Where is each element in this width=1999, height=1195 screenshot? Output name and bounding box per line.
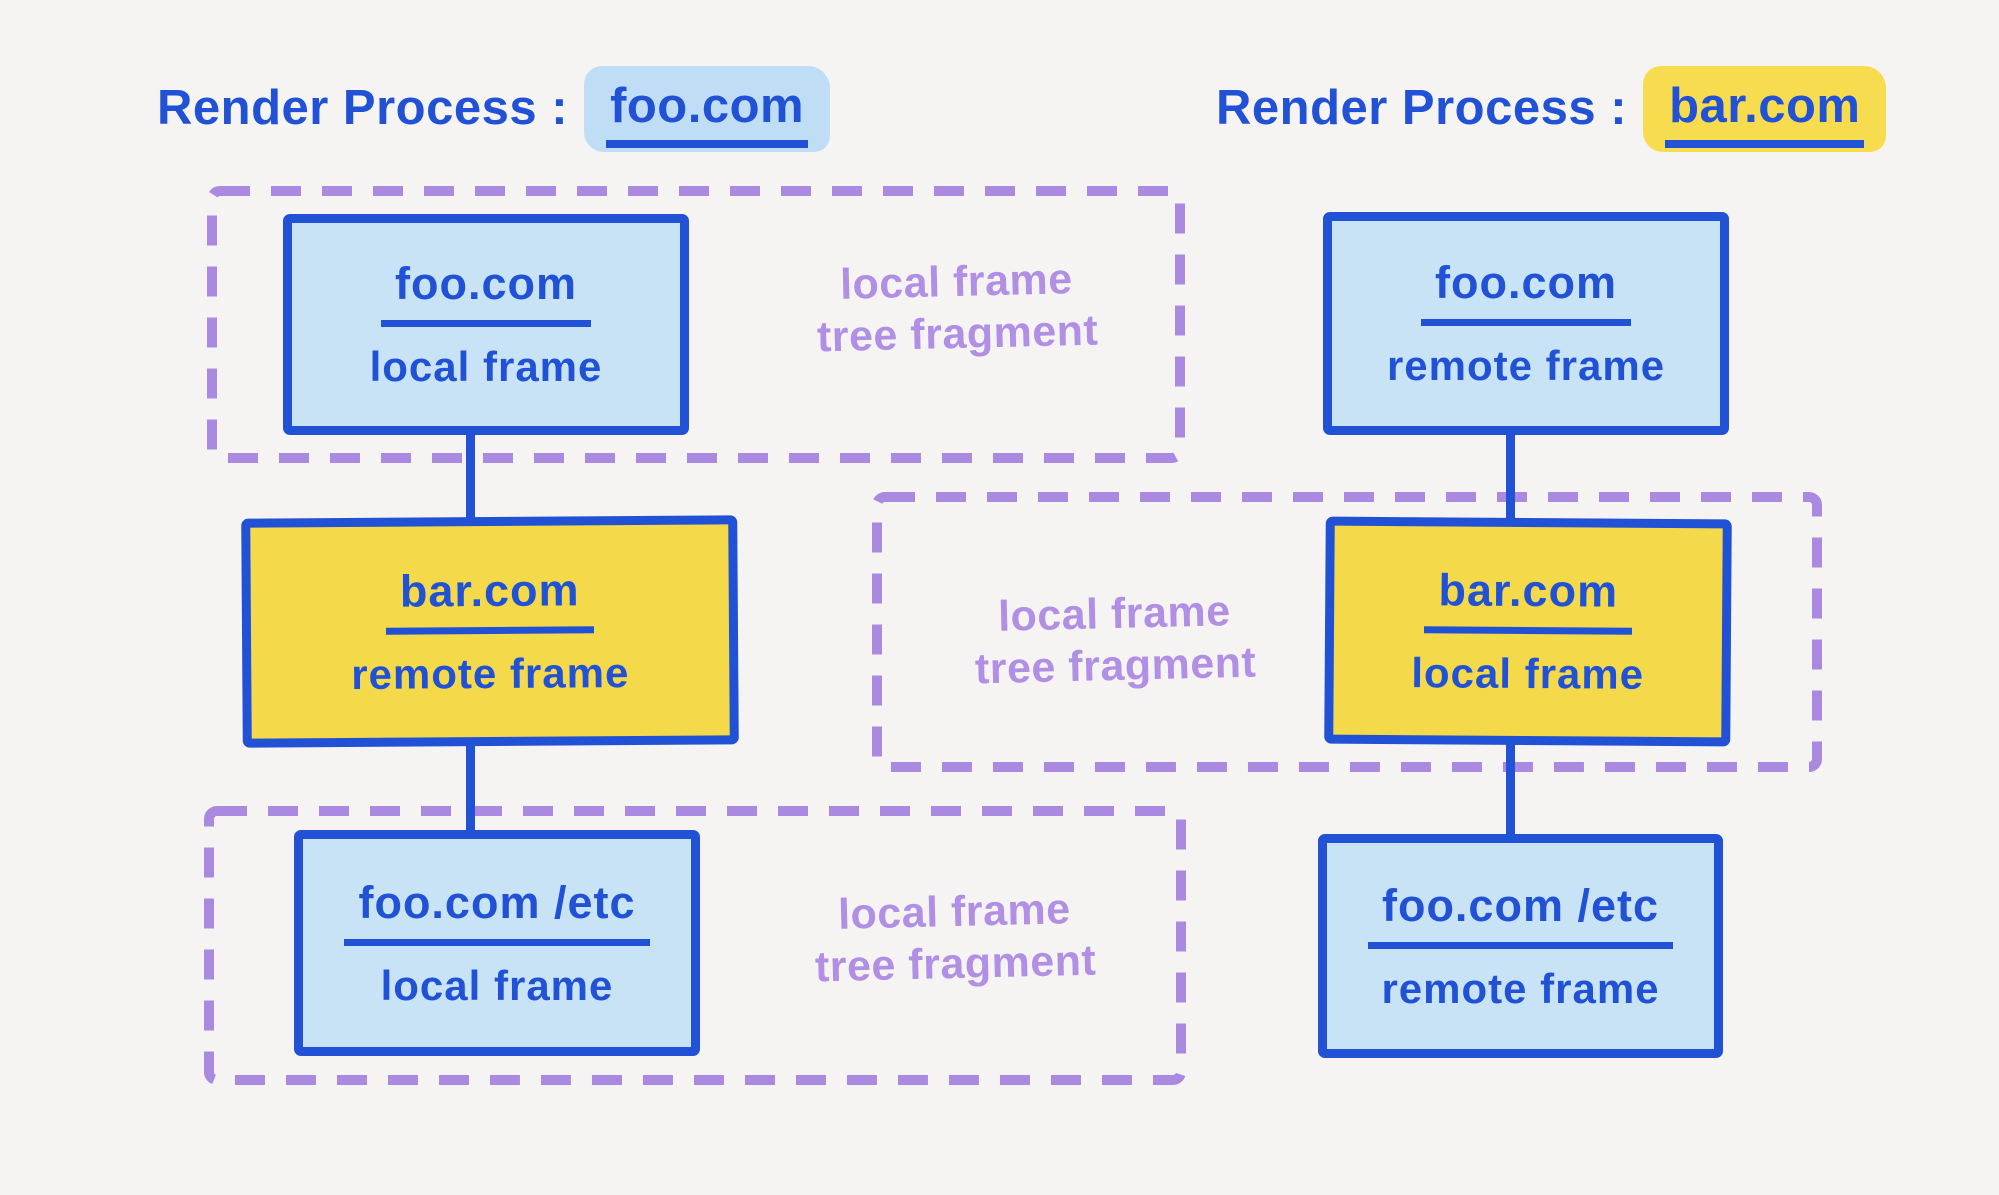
node-left-foo-local-frame: foo.com local frame	[283, 214, 689, 435]
render-process-title-foo: Render Process : foo.com	[157, 66, 831, 152]
fragment-outline-left-top	[207, 186, 1185, 463]
foo-com-highlight: foo.com	[584, 66, 831, 152]
title-prefix-foo: Render Process :	[157, 81, 569, 135]
node-left-bar-remote-frame: bar.com remote frame	[241, 515, 739, 748]
node-domain: foo.com /etc	[344, 877, 650, 946]
connector-right-top	[1506, 430, 1515, 523]
fragment-label-line2: tree fragment	[816, 307, 1099, 362]
node-domain: bar.com	[385, 564, 594, 635]
node-frame-type: remote frame	[351, 649, 630, 698]
node-domain: foo.com	[1421, 257, 1631, 326]
fragment-outline-right-middle	[872, 492, 1822, 772]
bar-com-highlight: bar.com	[1643, 66, 1887, 152]
node-frame-type: local frame	[1411, 649, 1645, 698]
node-right-foo-remote-frame: foo.com remote frame	[1323, 212, 1729, 435]
title-prefix-bar: Render Process :	[1216, 81, 1628, 135]
dashed-rect-icon	[207, 186, 1185, 463]
node-domain: foo.com	[381, 258, 591, 327]
bar-com-domain-label: bar.com	[1665, 78, 1865, 148]
node-right-bar-local-frame: bar.com local frame	[1324, 516, 1732, 747]
node-frame-type: remote frame	[1386, 342, 1666, 389]
fragment-label-right-middle: local frame tree fragment	[939, 584, 1291, 697]
node-domain: bar.com	[1424, 564, 1633, 635]
fragment-outline-left-bottom	[204, 806, 1186, 1085]
dashed-rect-icon	[872, 492, 1822, 772]
connector-right-bottom	[1506, 740, 1515, 840]
fragment-label-line1: local frame	[839, 255, 1074, 309]
fragment-label-left-top: local frame tree fragment	[781, 252, 1133, 365]
node-right-foo-etc-remote-frame: foo.com /etc remote frame	[1318, 834, 1723, 1058]
fragment-label-line1: local frame	[997, 587, 1232, 641]
connector-left-bottom	[466, 740, 475, 836]
foo-com-domain-label: foo.com	[606, 78, 809, 148]
node-frame-type: local frame	[369, 343, 603, 390]
fragment-label-left-bottom: local frame tree fragment	[779, 882, 1131, 995]
node-left-foo-etc-local-frame: foo.com /etc local frame	[294, 830, 700, 1056]
node-frame-type: local frame	[380, 961, 614, 1009]
fragment-label-line1: local frame	[837, 885, 1072, 939]
connector-left-top	[466, 430, 475, 522]
node-frame-type: remote frame	[1381, 964, 1660, 1012]
fragment-label-line2: tree fragment	[814, 937, 1097, 992]
fragment-label-line2: tree fragment	[974, 639, 1257, 694]
node-domain: foo.com /etc	[1367, 880, 1674, 949]
render-process-title-bar: Render Process : bar.com	[1216, 66, 1887, 152]
dashed-rect-icon	[204, 806, 1186, 1085]
